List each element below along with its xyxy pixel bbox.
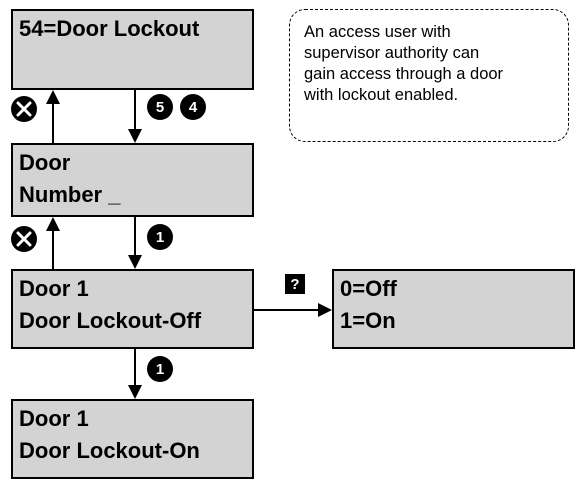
- key-5-icon: 5: [147, 94, 173, 120]
- screen-line-1: 0=Off: [340, 276, 397, 301]
- key-4-label: 4: [189, 99, 198, 116]
- info-note: An access user with supervisor authority…: [289, 9, 569, 142]
- note-line-2: supervisor authority can: [304, 44, 480, 62]
- screen-line-2: 1=On: [340, 308, 396, 333]
- screen-line-2: Number _: [19, 182, 121, 207]
- right-arrow: [254, 303, 332, 317]
- help-key-icon: ?: [285, 274, 305, 294]
- note-line-4: with lockout enabled.: [304, 86, 459, 104]
- down-arrow-2: [128, 217, 142, 269]
- down-arrow-1: [128, 90, 142, 143]
- down-arrow-3: [128, 349, 142, 399]
- key-1-icon: 1: [147, 224, 173, 250]
- screen-line-2: Door Lockout-Off: [19, 308, 202, 333]
- cancel-x-icon: [11, 226, 37, 252]
- screen-door-lockout-on: Door 1 Door Lockout-On: [11, 399, 254, 479]
- key-1-label: 1: [156, 361, 164, 378]
- key-1-icon: 1: [147, 356, 173, 382]
- screen-line-1: Door: [19, 150, 71, 175]
- note-line-3: gain access through a door: [304, 65, 504, 83]
- screen-line-1: Door 1: [19, 276, 89, 301]
- key-1-label: 1: [156, 229, 164, 246]
- cancel-x-icon: [11, 96, 37, 122]
- note-line-1: An access user with: [304, 23, 451, 41]
- screen-line-1: Door 1: [19, 406, 89, 431]
- screen-door-number: Door Number _: [11, 143, 254, 217]
- screen-line-2: Door Lockout-On: [19, 438, 200, 463]
- key-5-label: 5: [156, 99, 164, 116]
- screen-door-lockout-menu: 54=Door Lockout: [11, 9, 254, 90]
- screen-door-lockout-off: Door 1 Door Lockout-Off: [11, 269, 254, 349]
- screen-line-1: 54=Door Lockout: [19, 16, 200, 41]
- key-4-icon: 4: [180, 94, 206, 120]
- help-key-label: ?: [290, 276, 299, 293]
- up-arrow-1: [46, 90, 60, 143]
- up-arrow-2: [46, 217, 60, 269]
- screen-lockout-options: 0=Off 1=On: [332, 269, 575, 349]
